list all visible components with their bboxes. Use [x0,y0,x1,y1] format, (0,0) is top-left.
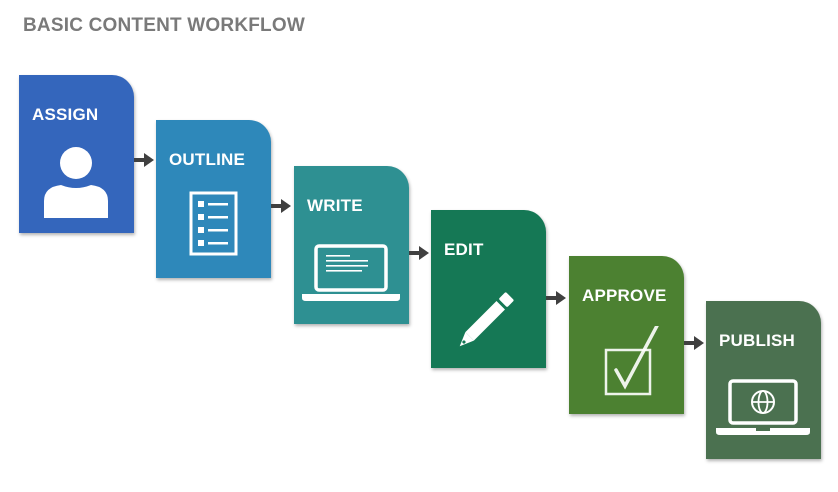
step-approve: APPROVE [569,256,684,414]
step-edit: EDIT [431,210,546,368]
step-label: PUBLISH [719,331,796,350]
step-outline: OUTLINE [156,120,271,278]
step-label: WRITE [307,196,363,215]
laptop-globe-icon [716,379,810,435]
person-icon [44,147,108,218]
step-assign: ASSIGN [19,75,134,233]
page-title: BASIC CONTENT WORKFLOW [23,15,305,36]
step-label: APPROVE [582,286,667,305]
arrow-icon [409,246,429,260]
arrow-icon [684,336,704,350]
step-publish: PUBLISH [706,301,821,459]
step-label: EDIT [444,240,484,259]
step-label: ASSIGN [32,105,99,124]
arrow-icon [271,199,291,213]
arrow-icon [134,153,154,167]
step-label: OUTLINE [169,150,246,169]
arrow-icon [546,291,566,305]
checklist-icon [189,191,238,256]
step-write: WRITE [294,166,409,324]
pencil-icon [459,292,514,347]
laptop-text-icon [302,244,400,301]
checkbox-check-icon [604,326,659,396]
